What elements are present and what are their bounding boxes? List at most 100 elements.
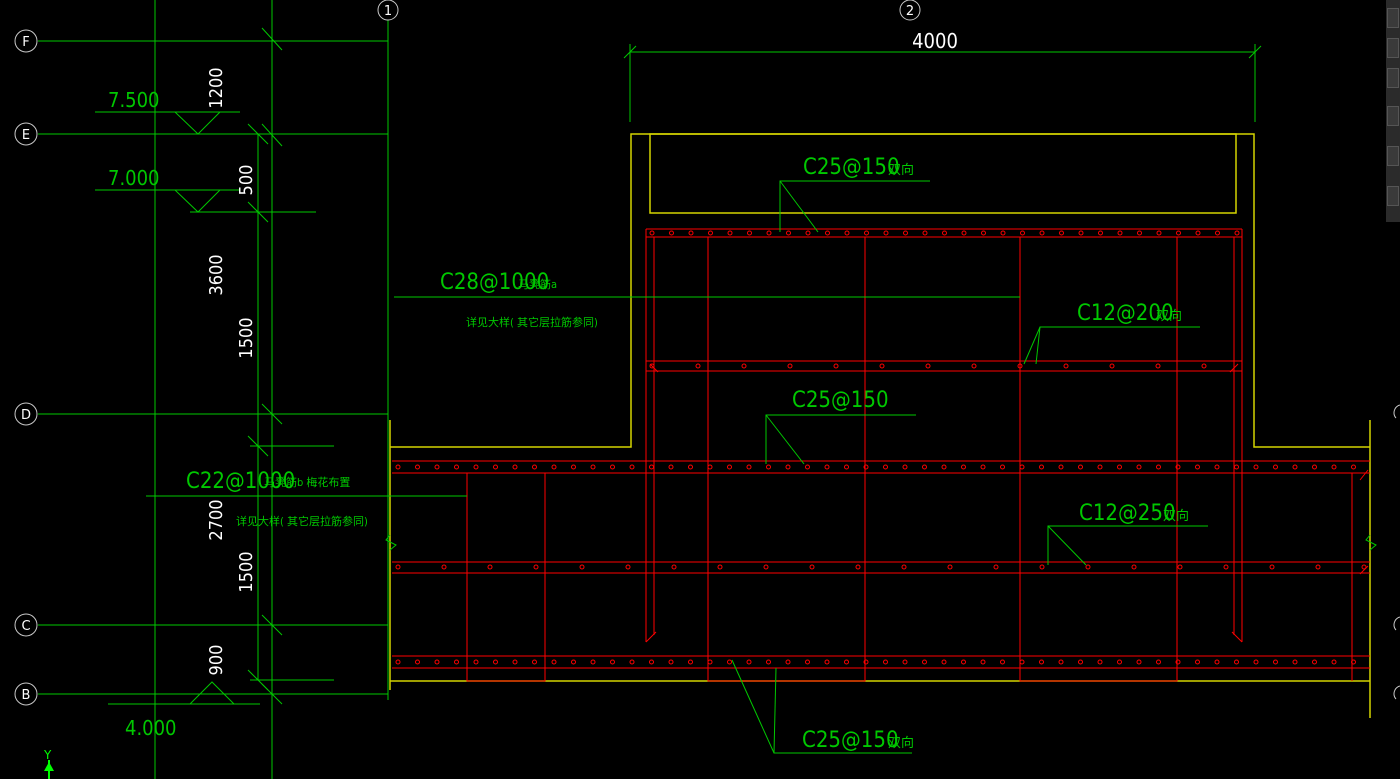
rebar-dot: [747, 230, 752, 236]
rebar-dot: [454, 464, 459, 470]
grid-bubble-label: C: [21, 619, 30, 634]
rebar-dot: [1097, 659, 1103, 665]
grid-bubble-1[interactable]: 1: [377, 0, 399, 21]
ucs-icon: Y: [43, 748, 54, 779]
rebar-dot: [395, 659, 401, 665]
rebar-dot: [901, 564, 907, 570]
rebar-dot: [1351, 464, 1356, 470]
rebar-dot: [993, 564, 999, 570]
rebar-dot: [1155, 363, 1161, 369]
rebar-dot: [668, 659, 674, 665]
rebar-note: 双向: [1163, 508, 1189, 524]
rebar-dot: [415, 659, 420, 665]
rebar-dot: [629, 464, 635, 470]
concrete-outline[interactable]: [389, 133, 1371, 718]
rebar-dot: [1039, 659, 1044, 665]
grid-bubbles: 1 2 F E D C B: [14, 0, 1400, 706]
rebar-dot: [1195, 659, 1200, 665]
rebar-dot: [787, 363, 793, 369]
rebar-dot: [1078, 230, 1084, 236]
rebar-dot: [395, 564, 401, 570]
elevation-mark-7500[interactable]: 7.500: [95, 88, 240, 135]
rebar-dot: [441, 564, 447, 570]
grid-bubble-C[interactable]: C: [14, 613, 38, 637]
rebar-label-c28[interactable]: C28@1000: [440, 270, 549, 295]
rebar-labels: C25@150 双向 C28@1000 马凳筋a 详见大样( 其它层拉筋参同) …: [186, 155, 1189, 753]
rebar-dot: [1058, 659, 1064, 665]
rebar-dot: [942, 230, 947, 236]
rebar-dot: [1315, 564, 1321, 570]
rebar-dot: [1215, 230, 1220, 236]
rebar-dot: [707, 464, 713, 470]
rebar-dot: [941, 464, 947, 470]
rebar-dot: [902, 659, 908, 665]
rebar-dot: [1078, 659, 1083, 665]
rebar-dot: [668, 464, 674, 470]
grid-bubble-E[interactable]: E: [14, 122, 38, 146]
rebar-dot: [590, 659, 596, 665]
rebar-dot: [980, 659, 986, 665]
rebar-dot: [473, 464, 479, 470]
rebar-dot: [824, 464, 830, 470]
rebar-label-c25-mid[interactable]: C25@150: [792, 388, 889, 413]
rebar-label-c22[interactable]: C22@1000: [186, 469, 295, 494]
rebar-dot: [649, 363, 655, 369]
cube-front-icon[interactable]: [1387, 38, 1399, 58]
rebar-dot: [727, 464, 732, 470]
rebar-dot: [766, 659, 771, 665]
rebar-dot: [727, 659, 732, 665]
rebar-dot: [1039, 230, 1045, 236]
partial-grid-bubble: [1393, 685, 1400, 700]
grid-bubble-D[interactable]: D: [14, 402, 38, 426]
rebar-dot: [1000, 230, 1006, 236]
dim-label-1500-upper: 1500: [236, 317, 257, 358]
orbit-icon[interactable]: [1387, 146, 1399, 166]
grid-bubble-F[interactable]: F: [14, 29, 38, 53]
rebar-dot: [1137, 230, 1142, 236]
rebar-label-c12-200[interactable]: C12@200: [1077, 301, 1174, 326]
rebar-dot: [863, 464, 869, 470]
rebar-dot: [1234, 230, 1240, 236]
grid-bubble-2[interactable]: 2: [899, 0, 921, 21]
rebar-dot: [741, 363, 747, 369]
rebar-dot: [824, 659, 830, 665]
rebar-dot: [1109, 363, 1115, 369]
elevation-mark-7000[interactable]: 7.000: [95, 166, 240, 213]
rebar-label-c25-bottom[interactable]: C25@150: [802, 728, 899, 753]
rebar-dot: [1097, 464, 1103, 470]
box-icon[interactable]: [1387, 106, 1399, 126]
rebar-dot: [903, 230, 908, 236]
rebar-dot: [1195, 464, 1200, 470]
rebar-cage[interactable]: [392, 228, 1370, 682]
rebar-dot: [1156, 659, 1161, 665]
rebar-dot: [1019, 659, 1025, 665]
rebar-dot: [925, 363, 931, 369]
rebar-dot: [1253, 464, 1259, 470]
rebar-dot: [532, 659, 537, 665]
rebar-dot: [766, 230, 772, 236]
floating-toolbar: [1386, 0, 1400, 222]
rebar-dot: [610, 464, 615, 470]
partial-grid-bubble: [1393, 404, 1400, 419]
zoom-icon[interactable]: [1387, 8, 1399, 28]
grid-bubble-B[interactable]: B: [14, 682, 38, 706]
rebar-label-c12-250[interactable]: C12@250: [1079, 501, 1176, 526]
rebar-dot: [746, 659, 752, 665]
ucs-y-label: Y: [43, 748, 52, 762]
elevation-label: 7.000: [108, 166, 160, 190]
dim-label-1200: 1200: [206, 67, 227, 108]
rebar-dot: [1273, 464, 1278, 470]
rebar-dot: [688, 659, 693, 665]
rebar-dot: [1312, 659, 1317, 665]
rebar-label-c25-top[interactable]: C25@150: [803, 155, 900, 180]
elevation-mark-4000[interactable]: 4.000: [108, 681, 260, 740]
rebar-dot: [1253, 659, 1259, 665]
rebar-dot: [590, 464, 596, 470]
grid-icon[interactable]: [1387, 186, 1399, 206]
rebar-dot: [1117, 230, 1123, 236]
cube-side-icon[interactable]: [1387, 68, 1399, 88]
top-dimension[interactable]: 4000: [623, 29, 1262, 122]
rebar-dot: [1136, 464, 1142, 470]
elevation-marks: 7.500 7.000 4.000: [95, 88, 260, 740]
